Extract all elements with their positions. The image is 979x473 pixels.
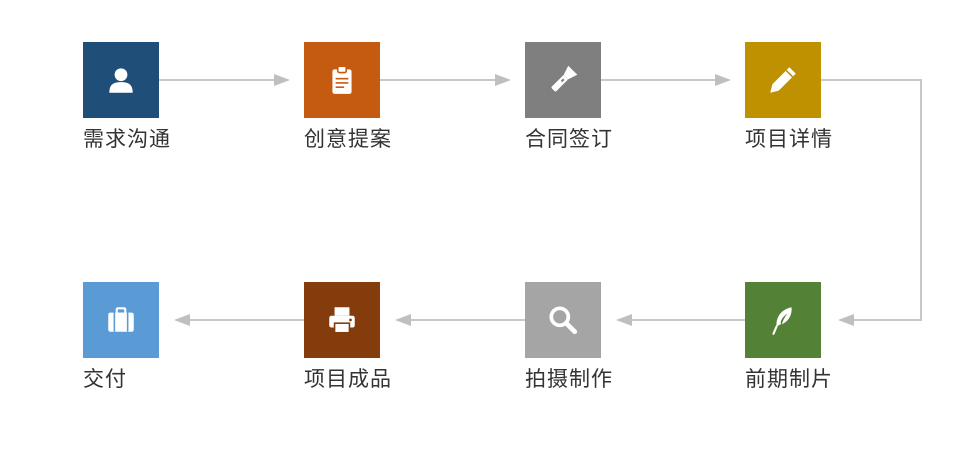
step-shooting-production: 拍摄制作 (525, 282, 655, 393)
step-label: 前期制片 (745, 367, 833, 391)
step-tile (745, 282, 821, 358)
user-icon (109, 68, 133, 93)
step-tile (525, 282, 601, 358)
step-contract-signing: 合同签订 (525, 42, 655, 153)
step-tile (83, 42, 159, 118)
step-label: 拍摄制作 (525, 367, 613, 391)
step-requirement-communication: 需求沟通 (83, 42, 213, 153)
step-delivery: 交付 (83, 282, 213, 393)
step-tile (304, 42, 380, 118)
step-project-details: 项目详情 (745, 42, 875, 153)
arrow-4-5 (821, 79, 922, 326)
step-label: 合同签订 (525, 127, 613, 151)
feather-icon (772, 307, 792, 335)
step-creative-proposal: 创意提案 (304, 42, 434, 153)
step-tile (304, 282, 380, 358)
step-label: 项目成品 (304, 367, 392, 391)
step-label: 需求沟通 (83, 127, 171, 151)
printer-icon (329, 307, 355, 334)
step-tile (83, 282, 159, 358)
step-project-deliverable: 项目成品 (304, 282, 434, 393)
step-label: 项目详情 (745, 127, 833, 151)
step-tile (745, 42, 821, 118)
flashlight-icon (551, 65, 578, 92)
pencil-icon (770, 67, 796, 93)
search-icon (549, 306, 578, 335)
step-pre-production: 前期制片 (745, 282, 875, 393)
step-label: 交付 (83, 367, 127, 391)
step-label: 创意提案 (304, 127, 392, 151)
clipboard-icon (332, 65, 352, 94)
step-tile (525, 42, 601, 118)
briefcase-icon (108, 307, 134, 332)
